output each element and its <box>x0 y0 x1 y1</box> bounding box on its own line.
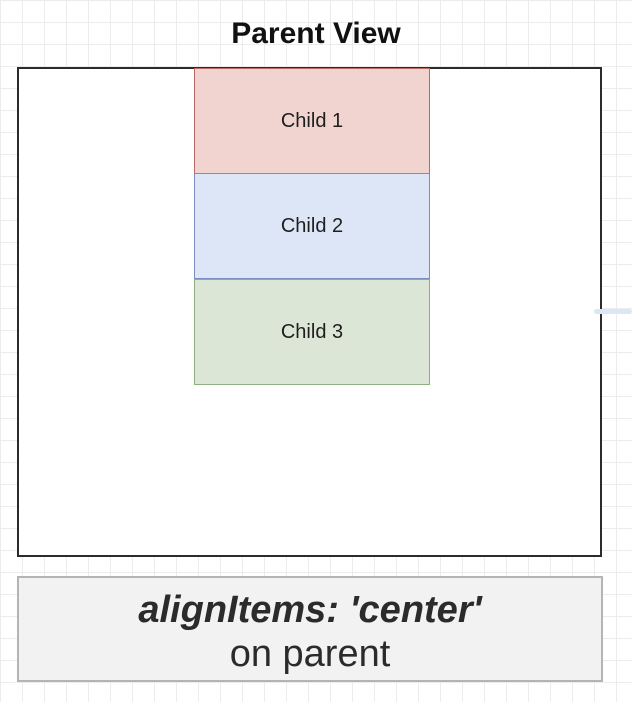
child-3-label: Child 3 <box>280 320 344 343</box>
child-3-box: Child 3 <box>194 279 430 385</box>
child-1-label: Child 1 <box>280 109 344 132</box>
parent-view-title: Parent View <box>231 17 401 50</box>
caption-code: alignItems: 'center' <box>138 589 482 631</box>
caption-box: alignItems: 'center' on parent <box>17 576 603 682</box>
child-2-label: Child 2 <box>280 214 344 237</box>
side-connector-mark <box>594 309 632 314</box>
child-2-box: Child 2 <box>194 173 430 279</box>
child-1-box: Child 1 <box>194 68 430 174</box>
caption-subtext: on parent <box>229 633 391 675</box>
parent-view-box: Child 1 Child 2 Child 3 <box>17 67 602 557</box>
